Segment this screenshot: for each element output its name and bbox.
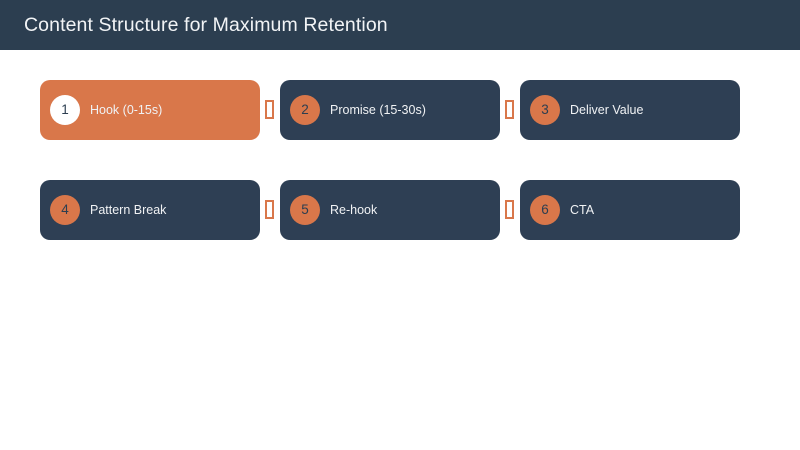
step-card-6[interactable]: 6 CTA	[520, 180, 740, 240]
step-card-4[interactable]: 4 Pattern Break	[40, 180, 260, 240]
header-bar: Content Structure for Maximum Retention	[0, 0, 800, 50]
page-title: Content Structure for Maximum Retention	[24, 14, 388, 36]
step-number-badge: 2	[290, 95, 320, 125]
step-number-badge: 4	[50, 195, 80, 225]
step-label: CTA	[570, 203, 595, 217]
step-label: Pattern Break	[90, 203, 167, 217]
connector-arrow-icon	[265, 100, 274, 119]
step-label: Hook (0-15s)	[90, 103, 163, 117]
flow-row-1: 1 Hook (0-15s) 2 Promise (15-30s) 3 Deli…	[40, 80, 760, 140]
flow-diagram: 1 Hook (0-15s) 2 Promise (15-30s) 3 Deli…	[0, 50, 800, 450]
step-card-2[interactable]: 2 Promise (15-30s)	[280, 80, 500, 140]
step-label: Re-hook	[330, 203, 378, 217]
step-number-badge: 5	[290, 195, 320, 225]
step-label: Deliver Value	[570, 103, 644, 117]
step-card-3[interactable]: 3 Deliver Value	[520, 80, 740, 140]
step-card-5[interactable]: 5 Re-hook	[280, 180, 500, 240]
step-number-badge: 1	[50, 95, 80, 125]
step-card-1[interactable]: 1 Hook (0-15s)	[40, 80, 260, 140]
connector-arrow-icon	[505, 200, 514, 219]
flow-row-2: 4 Pattern Break 5 Re-hook 6 CTA	[40, 180, 760, 240]
connector-arrow-icon	[505, 100, 514, 119]
connector-arrow-icon	[265, 200, 274, 219]
step-number-badge: 6	[530, 195, 560, 225]
step-label: Promise (15-30s)	[330, 103, 426, 117]
step-number-badge: 3	[530, 95, 560, 125]
